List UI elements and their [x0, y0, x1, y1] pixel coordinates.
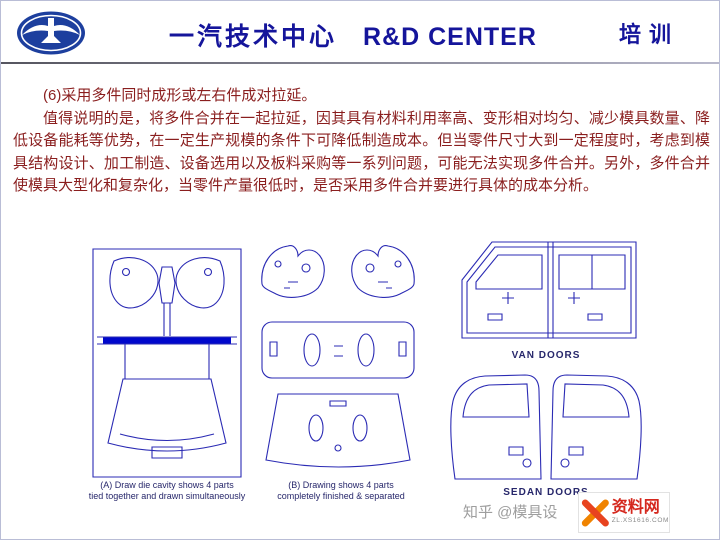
figure-b-caption-line2: completely finished & separated: [277, 491, 405, 501]
figure-a-die-cavity: [91, 247, 243, 479]
title-english: R&D CENTER: [363, 23, 537, 51]
figure-sedan-doors: [439, 367, 653, 485]
figure-b-parts: [254, 238, 422, 474]
ziliao-brand: 资料网: [611, 498, 660, 516]
bottom-panel: [266, 394, 410, 467]
van-doors-label: VAN DOORS: [511, 350, 581, 361]
figure-van-doors: [448, 232, 644, 348]
van-doors-drawing: [448, 232, 644, 348]
figure-b-caption: (B) Drawing shows 4 parts completely fin…: [261, 480, 421, 502]
sedan-doors-drawing: [439, 367, 653, 485]
sedan-left-door: [451, 375, 541, 479]
x-logo-icon: [581, 498, 609, 527]
paragraph-2: 值得说明的是，将多件合并在一起拉延，因其具有材料利用率高、变形相对均匀、减少模具…: [13, 109, 710, 195]
faw-logo-icon: [17, 11, 85, 55]
sedan-right-door: [551, 375, 641, 479]
upper-right-part: [352, 246, 414, 298]
header-divider: [1, 62, 719, 64]
sedan-doors-label: SEDAN DOORS: [503, 487, 589, 498]
figure-a-caption: (A) Draw die cavity shows 4 parts tied t…: [81, 480, 253, 502]
figure-a-caption-line1: (A) Draw die cavity shows 4 parts: [100, 480, 234, 490]
title-chinese: 一汽技术中心: [169, 23, 338, 51]
training-label: 培训: [618, 22, 679, 47]
upper-left-part: [262, 246, 324, 298]
ziliao-url: ZL.XS1616.COM: [611, 517, 669, 525]
figure-a-caption-line2: tied together and drawn simultaneously: [88, 491, 246, 501]
body-text: (6)采用多件同时成形或左右件成对拉延。 值得说明的是，将多件合并在一起拉延，因…: [13, 85, 710, 198]
ziliao-watermark: 资料网 ZL.XS1616.COM: [578, 492, 670, 533]
figure-b-caption-line1: (B) Drawing shows 4 parts: [288, 480, 394, 490]
fig-a-drawing: [91, 247, 243, 479]
middle-panel: [262, 322, 414, 378]
zhihu-watermark: 知乎 @模具设: [463, 504, 558, 521]
paragraph-1: (6)采用多件同时成形或左右件成对拉延。: [43, 87, 317, 104]
fig-b-drawing: [254, 238, 422, 474]
ziliao-texts: 资料网 ZL.XS1616.COM: [611, 498, 669, 526]
page-title: 一汽技术中心 R&D CENTER: [169, 17, 537, 53]
